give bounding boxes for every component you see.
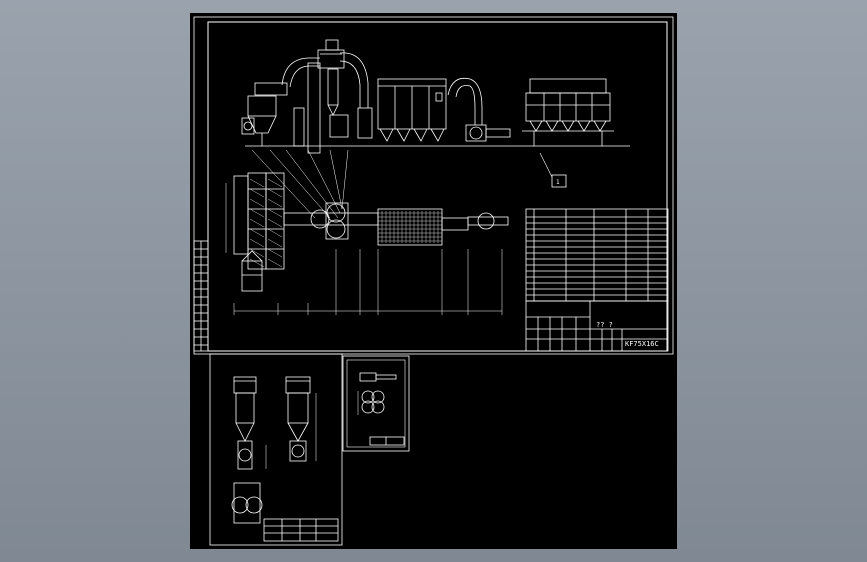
drawing-number: KF75X16C — [625, 340, 659, 348]
parts-list-table — [525, 208, 669, 302]
hatch-details — [249, 178, 442, 268]
title-block-code: ?? ? — [596, 321, 613, 329]
plan-view-columns — [233, 172, 285, 292]
column-hatch — [249, 218, 265, 228]
column-hatch — [267, 198, 283, 208]
cad-drawing: ?? ? KF75X16C 1 — [193, 16, 674, 546]
sheet-inner-border — [207, 21, 668, 352]
fan-inlet-duct — [447, 77, 511, 142]
callout-marker-box — [551, 174, 567, 188]
cad-canvas[interactable]: ?? ? KF75X16C 1 — [190, 13, 677, 549]
column-hatch — [249, 258, 265, 268]
column-hatch — [267, 228, 283, 238]
column-hatch — [249, 208, 265, 218]
pulse-filter — [522, 78, 614, 146]
column-hatch — [267, 178, 283, 188]
column-hatch — [249, 188, 265, 198]
detail-sheet-1 — [209, 353, 343, 546]
left-strip-ticks — [194, 241, 208, 351]
bag-filter-house — [377, 78, 447, 142]
column-hatch — [267, 218, 283, 228]
plan-dimension-line — [225, 183, 503, 315]
detail-sheet-2-drawings — [357, 372, 405, 446]
column-hatch — [267, 258, 283, 268]
title-block — [525, 300, 669, 352]
column-hatch — [249, 238, 265, 248]
column-hatch — [249, 248, 265, 258]
column-hatch — [267, 208, 283, 218]
callout-marker-label: 1 — [556, 179, 560, 186]
item-leader-lines — [251, 149, 349, 219]
column-hatch — [267, 188, 283, 198]
column-hatch — [249, 228, 265, 238]
cyclone-tower — [307, 39, 349, 154]
column-hatch — [249, 198, 265, 208]
detail-sheet-2 — [342, 355, 410, 452]
detail-sheet-1-drawings — [231, 376, 339, 542]
plan-view-ducting — [283, 202, 509, 246]
sheet-outer-border — [193, 16, 674, 355]
column-hatch — [267, 238, 283, 248]
column-hatch — [267, 248, 283, 258]
feeder-unit — [241, 82, 288, 146]
column-hatch — [249, 178, 265, 188]
cyclone-outlet-duct — [339, 52, 373, 139]
inlet-duct — [281, 57, 320, 147]
